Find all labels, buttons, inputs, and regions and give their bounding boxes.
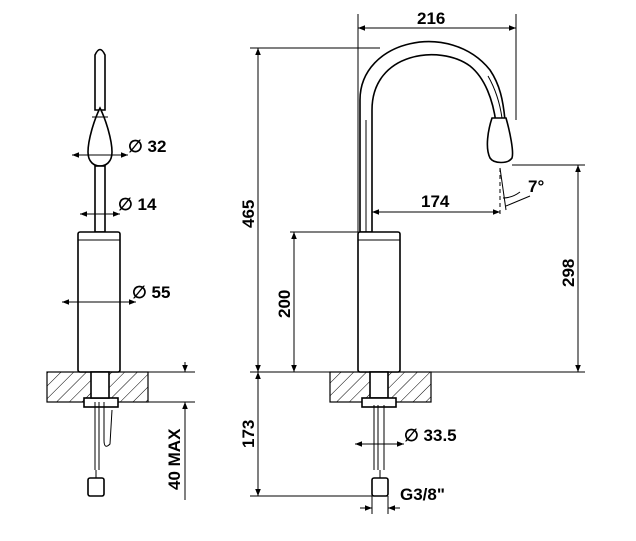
label-spout-reach: 216: [417, 9, 445, 28]
hose-end-left: [87, 477, 105, 497]
label-total-height: 465: [239, 200, 258, 228]
label-neck-diameter: ∅ 14: [118, 195, 157, 214]
front-view: 216 465 200 174 7° 298 173 ∅ 33.5: [239, 9, 585, 514]
supply-hose-right: [373, 405, 385, 470]
label-handle-diameter: ∅ 32: [128, 137, 166, 156]
label-outlet-height: 298: [559, 259, 578, 287]
mount-nut-right: [361, 397, 397, 408]
supply-hose-left: [94, 402, 113, 470]
label-below-counter: 173: [239, 420, 258, 448]
label-body-height: 200: [275, 290, 294, 318]
aerator-head: [486, 117, 514, 164]
hose-end-right: [371, 477, 389, 497]
main-body-front: [357, 231, 401, 373]
label-body-diameter: ∅ 55: [132, 283, 170, 302]
label-shank-diameter: ∅ 33.5: [404, 426, 457, 445]
label-outlet-distance: 174: [421, 192, 450, 211]
mount-nut-left: [83, 397, 119, 408]
label-deck-thickness: 40 MAX: [165, 428, 184, 490]
neck-tube: [94, 165, 106, 233]
label-outlet-angle: 7°: [528, 177, 544, 196]
lever-handle: [94, 48, 106, 111]
label-connection-thread: G3/8": [400, 485, 445, 504]
side-view: ∅ 32 ∅ 14 ∅ 55 40 MAX: [46, 48, 195, 500]
